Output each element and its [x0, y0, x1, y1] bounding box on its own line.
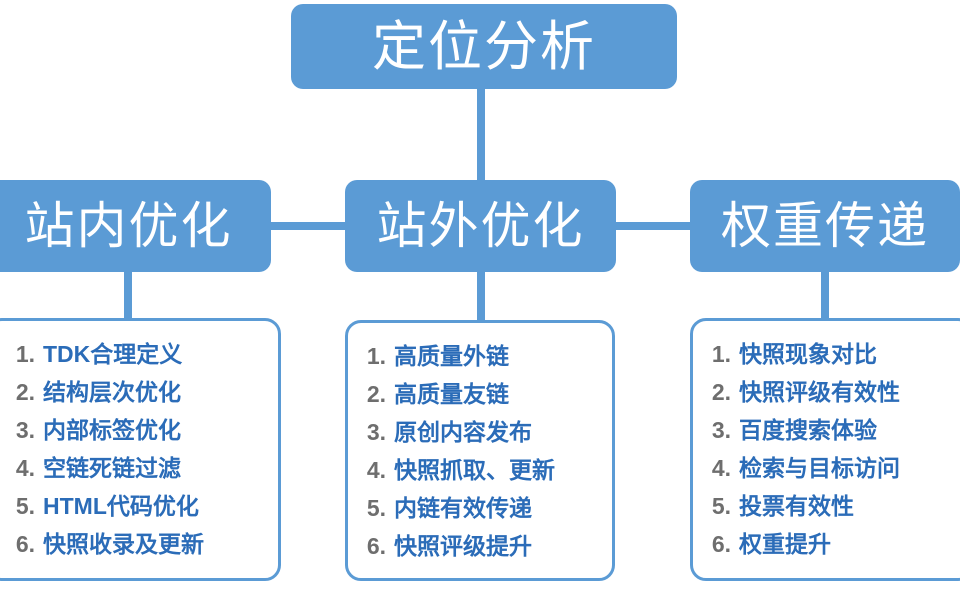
list-item[interactable]: 3. 内部标签优化	[0, 411, 278, 449]
list-item-number: 4.	[711, 455, 731, 481]
list-item-label: 内链有效传递	[394, 495, 532, 521]
list-item[interactable]: 5. 内链有效传递	[348, 489, 612, 527]
list-item-label: 快照评级有效性	[739, 379, 900, 405]
node-onsite[interactable]: 站内优化	[0, 180, 271, 272]
list-weight: 1. 快照现象对比 2. 快照评级有效性 3. 百度搜索体验 4. 检索与目标访…	[693, 335, 960, 563]
list-item-label: 快照收录及更新	[43, 531, 204, 557]
node-weight[interactable]: 权重传递	[690, 180, 960, 272]
list-item[interactable]: 6. 快照收录及更新	[0, 525, 278, 563]
list-item-number: 2.	[366, 381, 386, 407]
list-item-label: 结构层次优化	[43, 379, 181, 405]
list-item[interactable]: 4. 空链死链过滤	[0, 449, 278, 487]
list-item-number: 3.	[366, 419, 386, 445]
card-offsite: 1. 高质量外链 2. 高质量友链 3. 原创内容发布 4. 快照抓取、更新 5…	[345, 320, 615, 581]
list-item-number: 1.	[15, 341, 35, 367]
connector-onsite-to-card	[124, 270, 132, 322]
list-item-number: 5.	[366, 495, 386, 521]
node-root-label: 定位分析	[372, 16, 596, 77]
list-item-label: 快照评级提升	[394, 533, 532, 559]
list-onsite: 1. TDK合理定义 2. 结构层次优化 3. 内部标签优化 4. 空链死链过滤…	[0, 335, 278, 563]
list-item-label: HTML代码优化	[43, 493, 199, 519]
list-item-number: 6.	[15, 531, 35, 557]
list-item-number: 6.	[711, 531, 731, 557]
list-item-label: 投票有效性	[739, 493, 854, 519]
list-item-label: 高质量友链	[394, 381, 509, 407]
list-item[interactable]: 1. TDK合理定义	[0, 335, 278, 373]
list-item[interactable]: 3. 原创内容发布	[348, 413, 612, 451]
list-item[interactable]: 3. 百度搜索体验	[693, 411, 960, 449]
node-offsite-label: 站外优化	[376, 198, 585, 254]
list-item-number: 1.	[711, 341, 731, 367]
list-item-label: 高质量外链	[394, 343, 509, 369]
list-item-label: TDK合理定义	[43, 341, 183, 367]
node-weight-label: 权重传递	[721, 198, 929, 254]
connector-offsite-to-card	[477, 270, 485, 322]
list-item[interactable]: 4. 检索与目标访问	[693, 449, 960, 487]
list-item-number: 1.	[366, 343, 386, 369]
list-item[interactable]: 5. HTML代码优化	[0, 487, 278, 525]
list-item[interactable]: 5. 投票有效性	[693, 487, 960, 525]
list-item[interactable]: 1. 快照现象对比	[693, 335, 960, 373]
connector-weight-to-card	[821, 270, 829, 322]
node-offsite[interactable]: 站外优化	[345, 180, 616, 272]
list-item-number: 5.	[711, 493, 731, 519]
list-item-label: 快照现象对比	[739, 341, 877, 367]
list-item-number: 5.	[15, 493, 35, 519]
list-item-number: 2.	[15, 379, 35, 405]
list-item[interactable]: 2. 快照评级有效性	[693, 373, 960, 411]
list-item-number: 3.	[15, 417, 35, 443]
list-item[interactable]: 6. 快照评级提升	[348, 527, 612, 565]
list-item[interactable]: 4. 快照抓取、更新	[348, 451, 612, 489]
list-item-label: 检索与目标访问	[739, 455, 900, 481]
list-item[interactable]: 6. 权重提升	[693, 525, 960, 563]
list-offsite: 1. 高质量外链 2. 高质量友链 3. 原创内容发布 4. 快照抓取、更新 5…	[348, 337, 612, 565]
list-item-label: 快照抓取、更新	[394, 457, 555, 483]
list-item-number: 6.	[366, 533, 386, 559]
node-root[interactable]: 定位分析	[291, 4, 677, 89]
list-item-label: 原创内容发布	[394, 419, 532, 445]
list-item-label: 内部标签优化	[43, 417, 181, 443]
list-item-label: 空链死链过滤	[43, 455, 181, 481]
list-item-number: 2.	[711, 379, 731, 405]
list-item-label: 权重提升	[739, 531, 831, 557]
card-weight: 1. 快照现象对比 2. 快照评级有效性 3. 百度搜索体验 4. 检索与目标访…	[690, 318, 960, 581]
node-onsite-label: 站内优化	[24, 198, 233, 254]
list-item[interactable]: 2. 结构层次优化	[0, 373, 278, 411]
list-item-number: 3.	[711, 417, 731, 443]
list-item-number: 4.	[366, 457, 386, 483]
list-item[interactable]: 2. 高质量友链	[348, 375, 612, 413]
card-onsite: 1. TDK合理定义 2. 结构层次优化 3. 内部标签优化 4. 空链死链过滤…	[0, 318, 281, 581]
list-item-number: 4.	[15, 455, 35, 481]
list-item-label: 百度搜索体验	[739, 417, 877, 443]
connector-root-to-bus	[477, 88, 485, 183]
list-item[interactable]: 1. 高质量外链	[348, 337, 612, 375]
